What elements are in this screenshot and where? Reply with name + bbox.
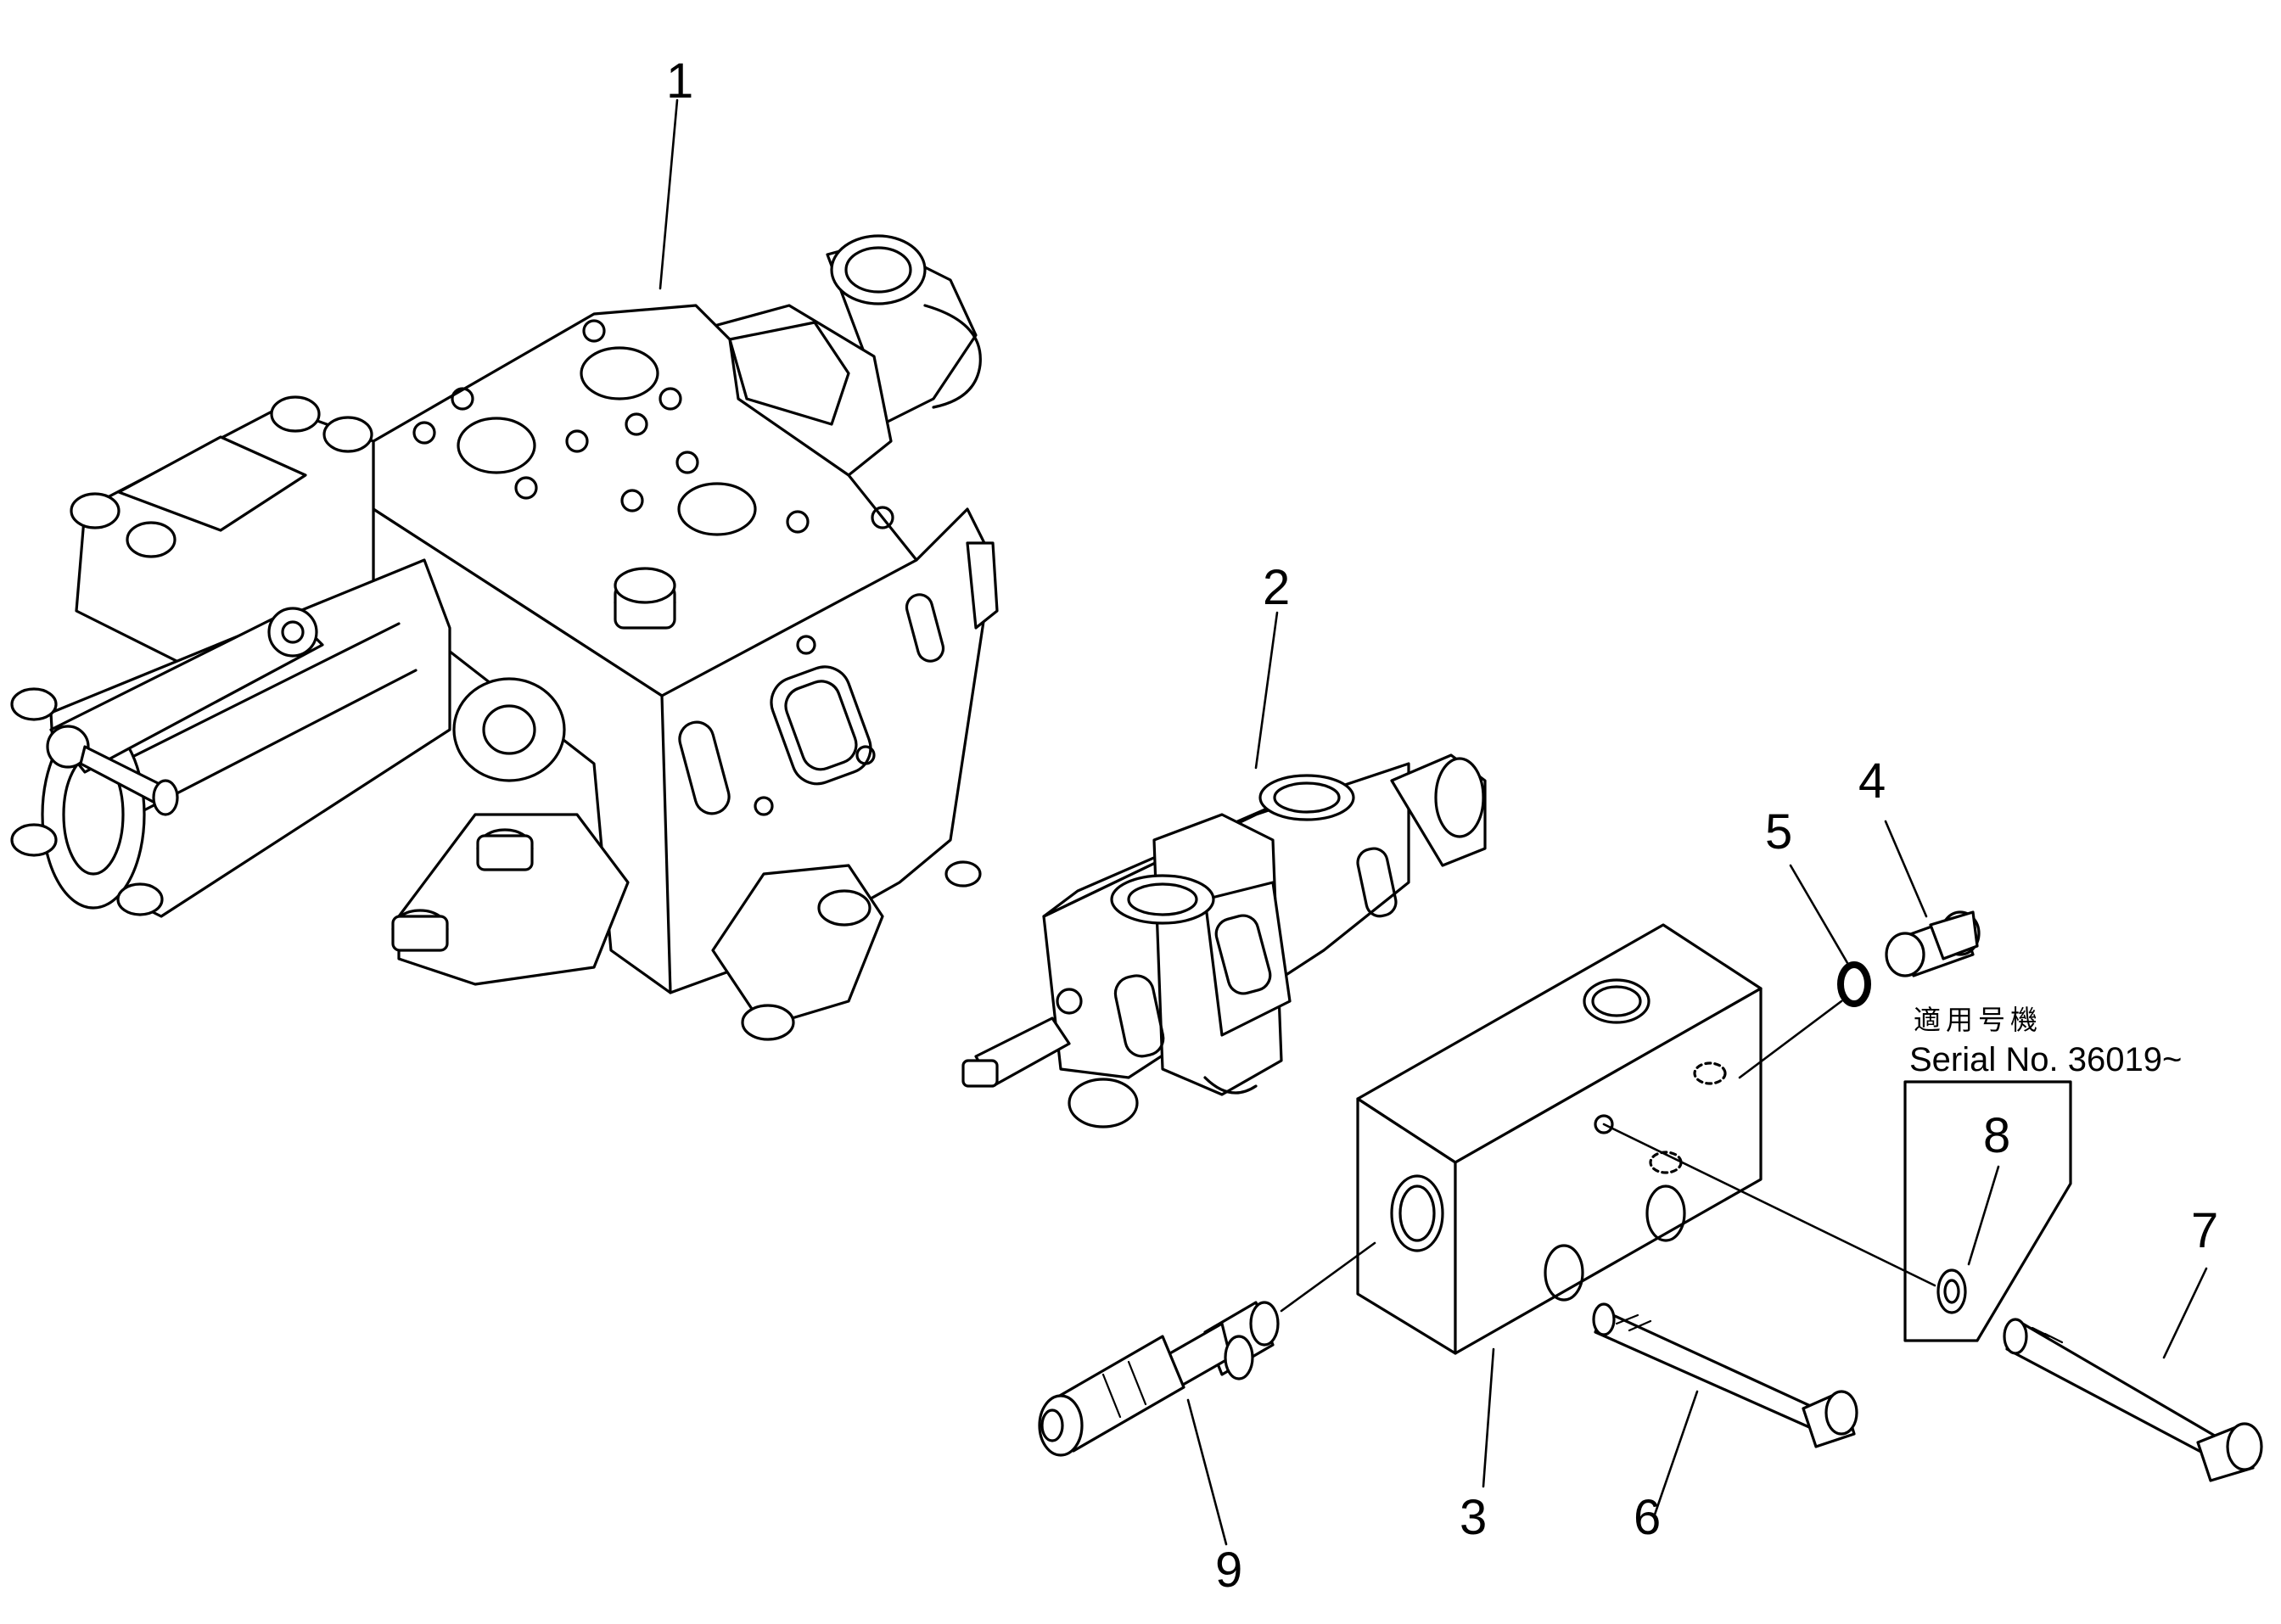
- callout-4: 4: [1858, 753, 1886, 809]
- callout-5: 5: [1765, 804, 1792, 860]
- serial-note-number: Serial No. 36019~: [1909, 1041, 2182, 1078]
- part-3-valve-block: [1356, 923, 1763, 1355]
- serial-bracket: [1903, 1080, 2072, 1342]
- leader-lines: [659, 98, 2208, 1546]
- leader-washer-to-block: [1602, 1123, 1936, 1287]
- callout-labels: 1 2 3 4 5 6 7 8 9: [666, 53, 2218, 1598]
- part-7-bolt: [2003, 1318, 2263, 1482]
- callout-3: 3: [1460, 1490, 1487, 1545]
- part-5-o-ring: [1837, 961, 1871, 1007]
- leader-4: [1884, 820, 1928, 918]
- leader-7: [2162, 1267, 2208, 1359]
- leader-5: [1789, 864, 1852, 969]
- callout-9: 9: [1215, 1543, 1242, 1598]
- leader-6: [1653, 1390, 1699, 1516]
- part-1-control-valve: [10, 234, 999, 1041]
- leader-1: [659, 98, 679, 290]
- serial-note-japanese: 適用号機: [1914, 1004, 2043, 1036]
- leader-cartridge-to-block: [1280, 1241, 1376, 1313]
- callout-8: 8: [1983, 1108, 2010, 1163]
- part-9-cartridge: [1038, 1301, 1280, 1457]
- leader-3: [1482, 1347, 1495, 1488]
- callout-2: 2: [1263, 560, 1290, 615]
- callout-7: 7: [2191, 1203, 2218, 1258]
- leader-8: [1967, 1165, 2000, 1266]
- part-2-valve-section: [961, 753, 1487, 1128]
- callout-1: 1: [666, 53, 693, 109]
- leader-2: [1254, 611, 1279, 770]
- leader-9: [1186, 1398, 1228, 1546]
- part-4-plug: [1885, 910, 1981, 977]
- leader-o-ring-to-block: [1738, 1000, 1843, 1079]
- serial-note: 適用号機 Serial No. 36019~: [1909, 1004, 2182, 1078]
- callout-6: 6: [1634, 1490, 1661, 1545]
- part-6-bolt: [1592, 1302, 1858, 1448]
- part-8-washer: [1903, 1080, 2072, 1342]
